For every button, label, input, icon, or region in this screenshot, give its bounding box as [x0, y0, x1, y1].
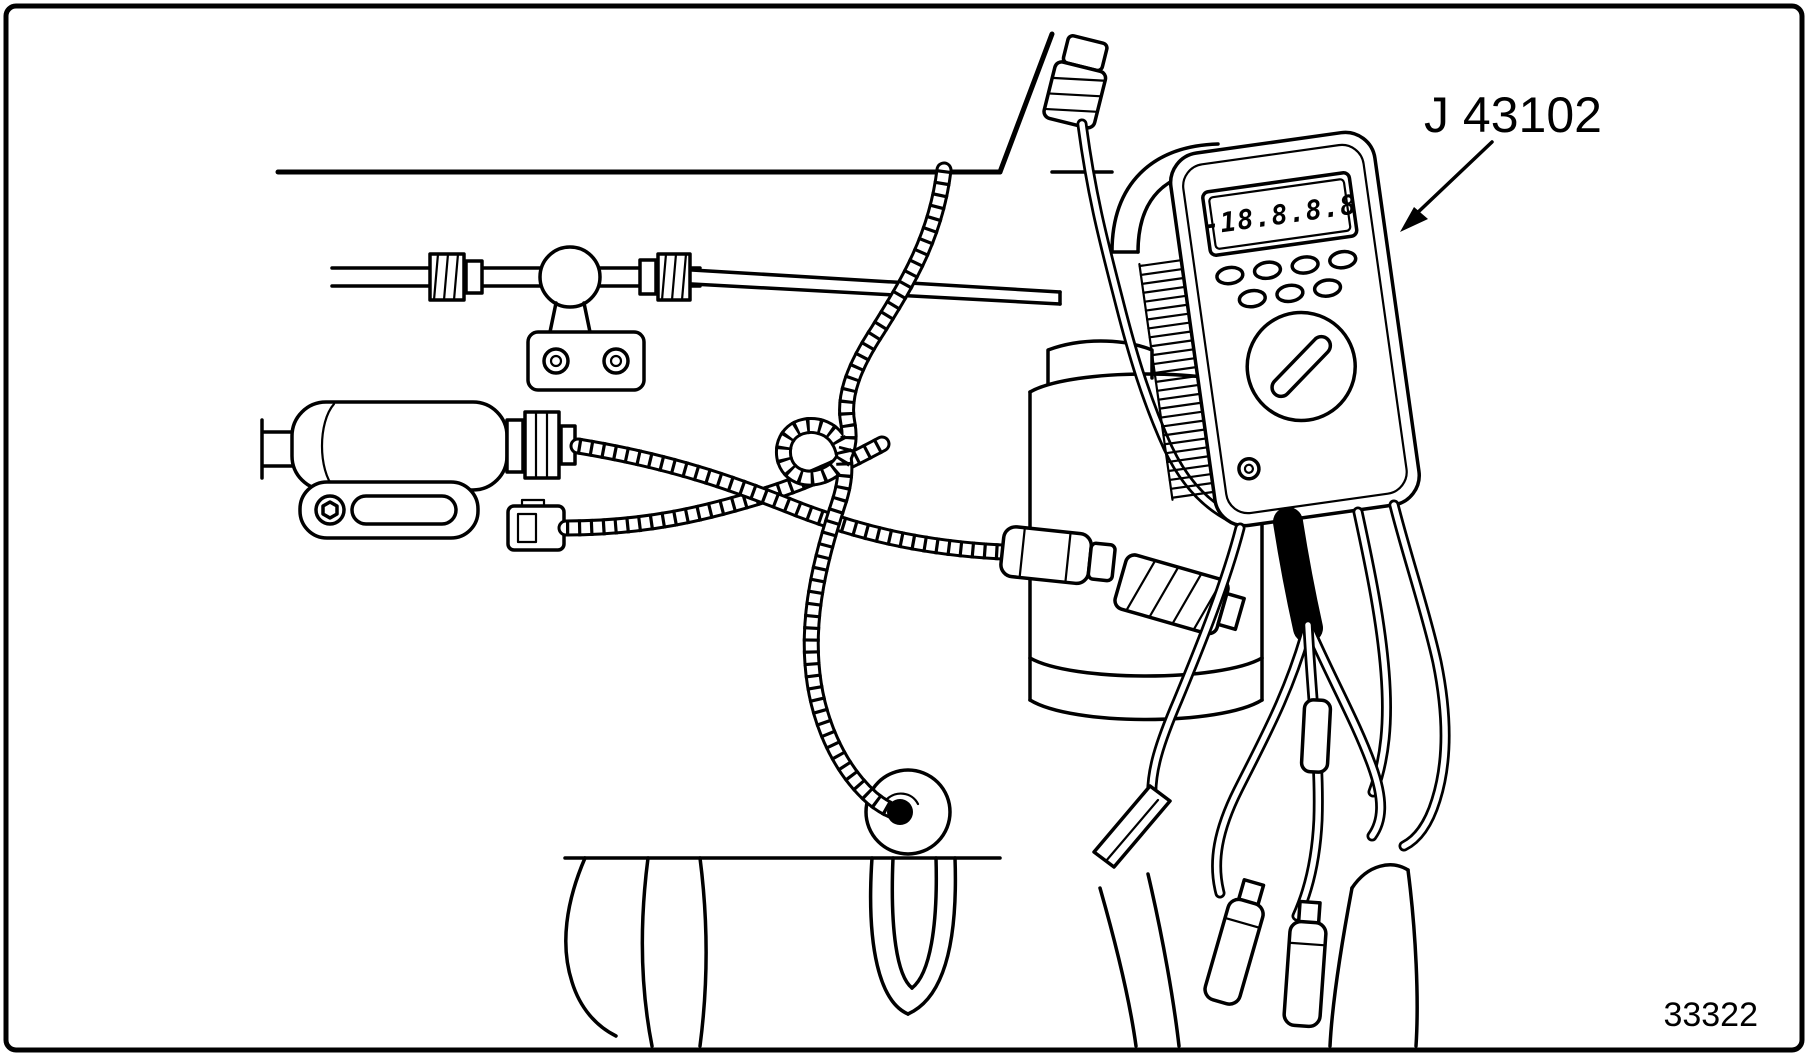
- cowl-connector: [1042, 34, 1109, 130]
- inline-connector: [999, 525, 1117, 586]
- conduit-end: [887, 799, 913, 825]
- heat-sink-grip: [1138, 259, 1215, 501]
- test-leads: [1152, 505, 1445, 916]
- terminal-a: [1203, 878, 1266, 1006]
- solenoid-cylinder: [260, 400, 577, 552]
- figure-border: [3, 3, 1805, 1053]
- callout-arrow: [1400, 140, 1494, 232]
- multimeter-buttons: [1215, 249, 1358, 309]
- lead-marker-sleeve: [1299, 698, 1333, 774]
- input-jack: [1237, 457, 1261, 481]
- multimeter: -18.8.8.8: [1138, 130, 1421, 528]
- tool-callout-label: J 43102: [1424, 87, 1602, 143]
- striped-plug-connector: [1113, 553, 1246, 636]
- lead-sleeve: [1273, 507, 1323, 643]
- ball-fitting: [538, 245, 602, 309]
- dial-knob-slot: [1270, 334, 1333, 399]
- figure-number: 33322: [1663, 996, 1758, 1034]
- cowl-edge-lines: [275, 31, 1220, 254]
- terminal-b: [1282, 899, 1328, 1029]
- spade-probe: [1092, 784, 1172, 869]
- fuel-line-assembly: [330, 245, 1062, 392]
- mounting-bracket: [526, 330, 646, 392]
- engine-block-lines: [563, 856, 1419, 1048]
